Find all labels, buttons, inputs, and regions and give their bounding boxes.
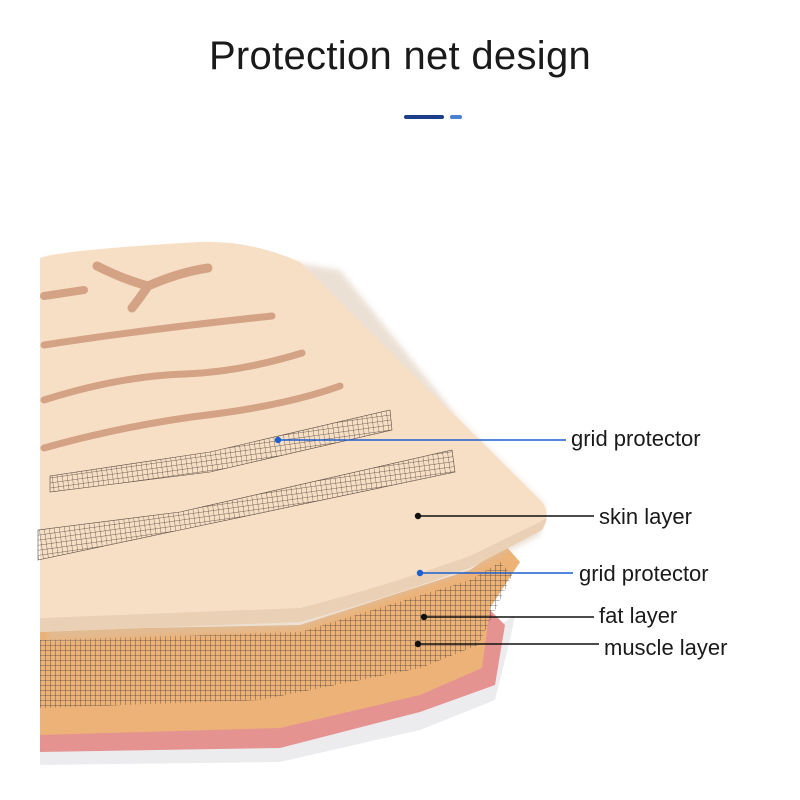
page-title: Protection net design: [208, 34, 592, 78]
grid-protector-strip-2-mesh: [37, 449, 456, 561]
title-divider: [404, 115, 462, 119]
label-skin-layer: skin layer: [599, 504, 692, 529]
fat-layer-leader-dot: [420, 613, 428, 621]
skin-layer-edge: [40, 518, 547, 632]
callout-leaders: [274, 436, 599, 648]
incision-curve-3: [40, 382, 344, 452]
grid-protector-top-leader-dot: [274, 436, 282, 444]
divider-dash-short: [450, 115, 462, 119]
incision-curve-1: [40, 312, 276, 349]
grid-protector-top-mesh: [49, 409, 393, 493]
muscle-layer-leader-dot: [414, 640, 422, 648]
label-fat-layer: fat layer: [599, 603, 678, 628]
incision-top-left: [40, 286, 88, 300]
skin-layer-leader-dot: [414, 512, 422, 520]
incision-lines: [40, 261, 344, 452]
incision-y-stem: [127, 281, 153, 313]
grid-protector-bottom-mesh: [40, 562, 512, 708]
divider-dash-long: [404, 115, 444, 119]
label-grid-protector-bottom: grid protector: [579, 561, 709, 586]
label-grid-protector-top: grid protector: [571, 426, 701, 451]
label-muscle-layer: muscle layer: [604, 635, 728, 660]
incision-y-right: [143, 263, 213, 291]
grid-protector-bottom-leader-dot: [416, 569, 424, 577]
incision-curve-2: [40, 349, 306, 404]
